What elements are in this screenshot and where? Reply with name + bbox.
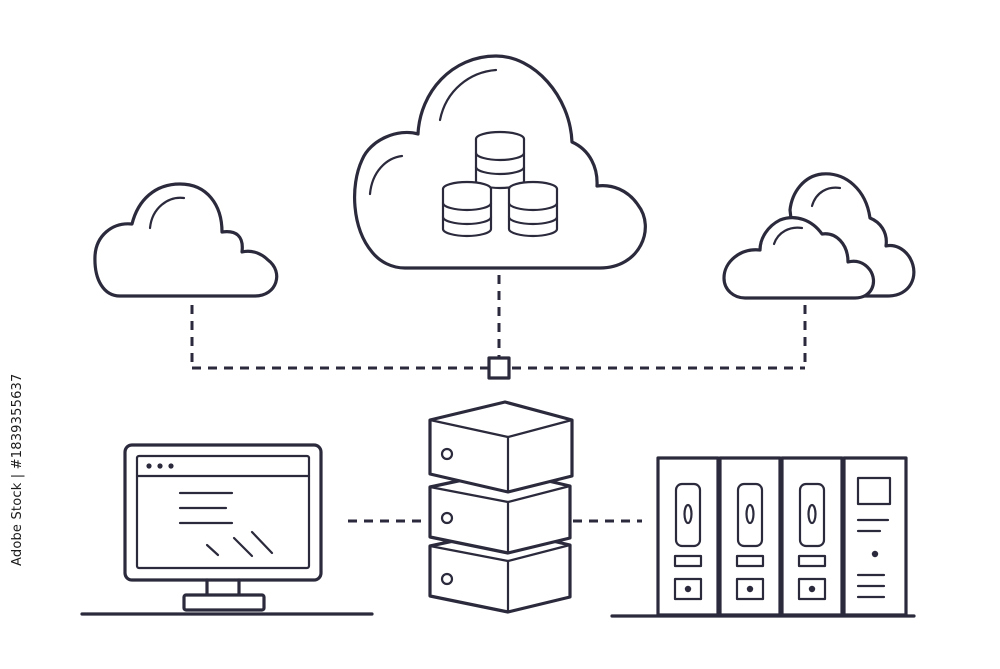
connection-lines (190, 275, 807, 523)
server-stack-icon (428, 400, 574, 614)
cloud-icon (93, 182, 279, 298)
junction-node-icon (487, 356, 511, 380)
monitor-icon (80, 443, 374, 616)
double-cloud-icon (722, 172, 916, 300)
storage-cabinet-icon (610, 456, 916, 618)
watermark-text: Adobe Stock | #1839355637 (10, 373, 25, 566)
database-icon (441, 130, 559, 238)
database-cloud-icon (353, 54, 647, 270)
watermark: Adobe Stock | #1839355637 (8, 374, 32, 570)
